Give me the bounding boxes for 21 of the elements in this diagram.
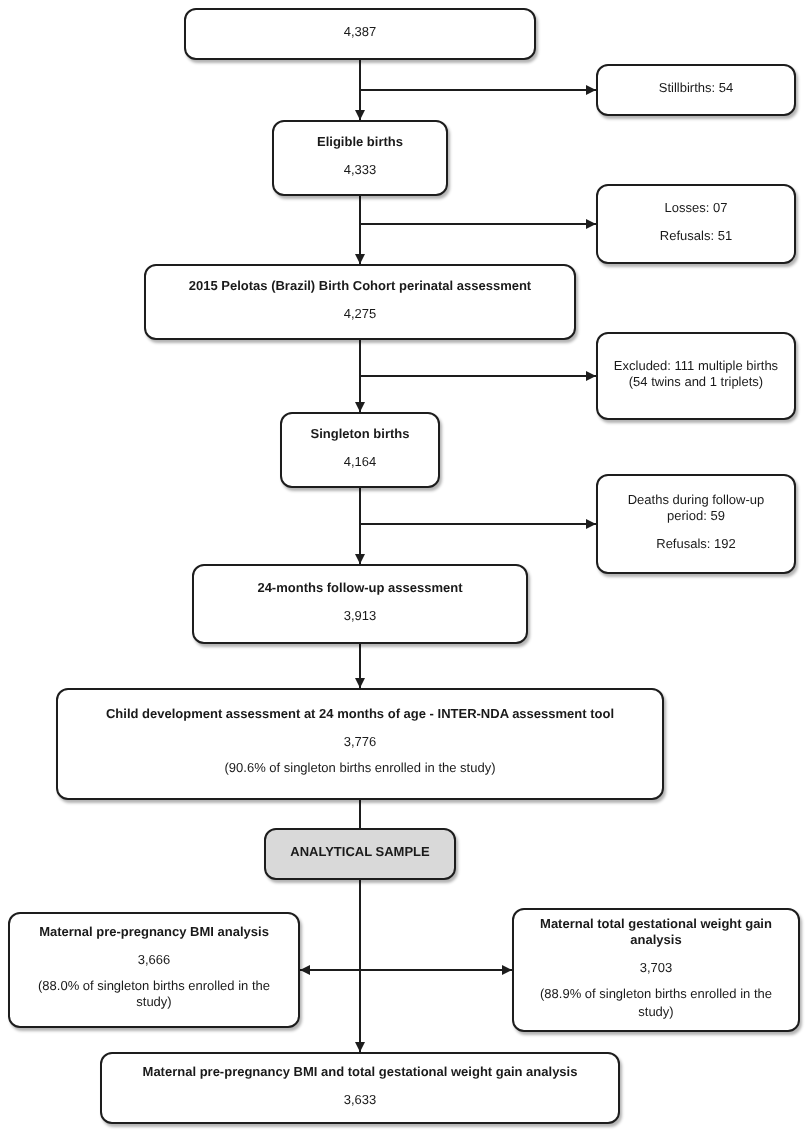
exclusion-box [596, 64, 796, 116]
connector-line [359, 799, 361, 829]
exclusion-box [596, 184, 796, 264]
process-box [8, 912, 300, 1028]
arrow [359, 195, 597, 229]
exclusion-box [596, 332, 796, 420]
process-box [280, 412, 440, 488]
analytical-sample-box [264, 828, 456, 880]
arrow [359, 879, 513, 975]
process-box [512, 908, 800, 1032]
process-box [272, 120, 448, 196]
process-box [184, 8, 536, 60]
arrow [359, 487, 597, 529]
arrow [359, 59, 597, 95]
process-box [192, 564, 528, 644]
process-box [100, 1052, 620, 1124]
arrow [355, 643, 365, 689]
process-box [144, 264, 576, 340]
exclusion-box [596, 474, 796, 574]
process-box [56, 688, 664, 800]
arrow [359, 339, 597, 381]
